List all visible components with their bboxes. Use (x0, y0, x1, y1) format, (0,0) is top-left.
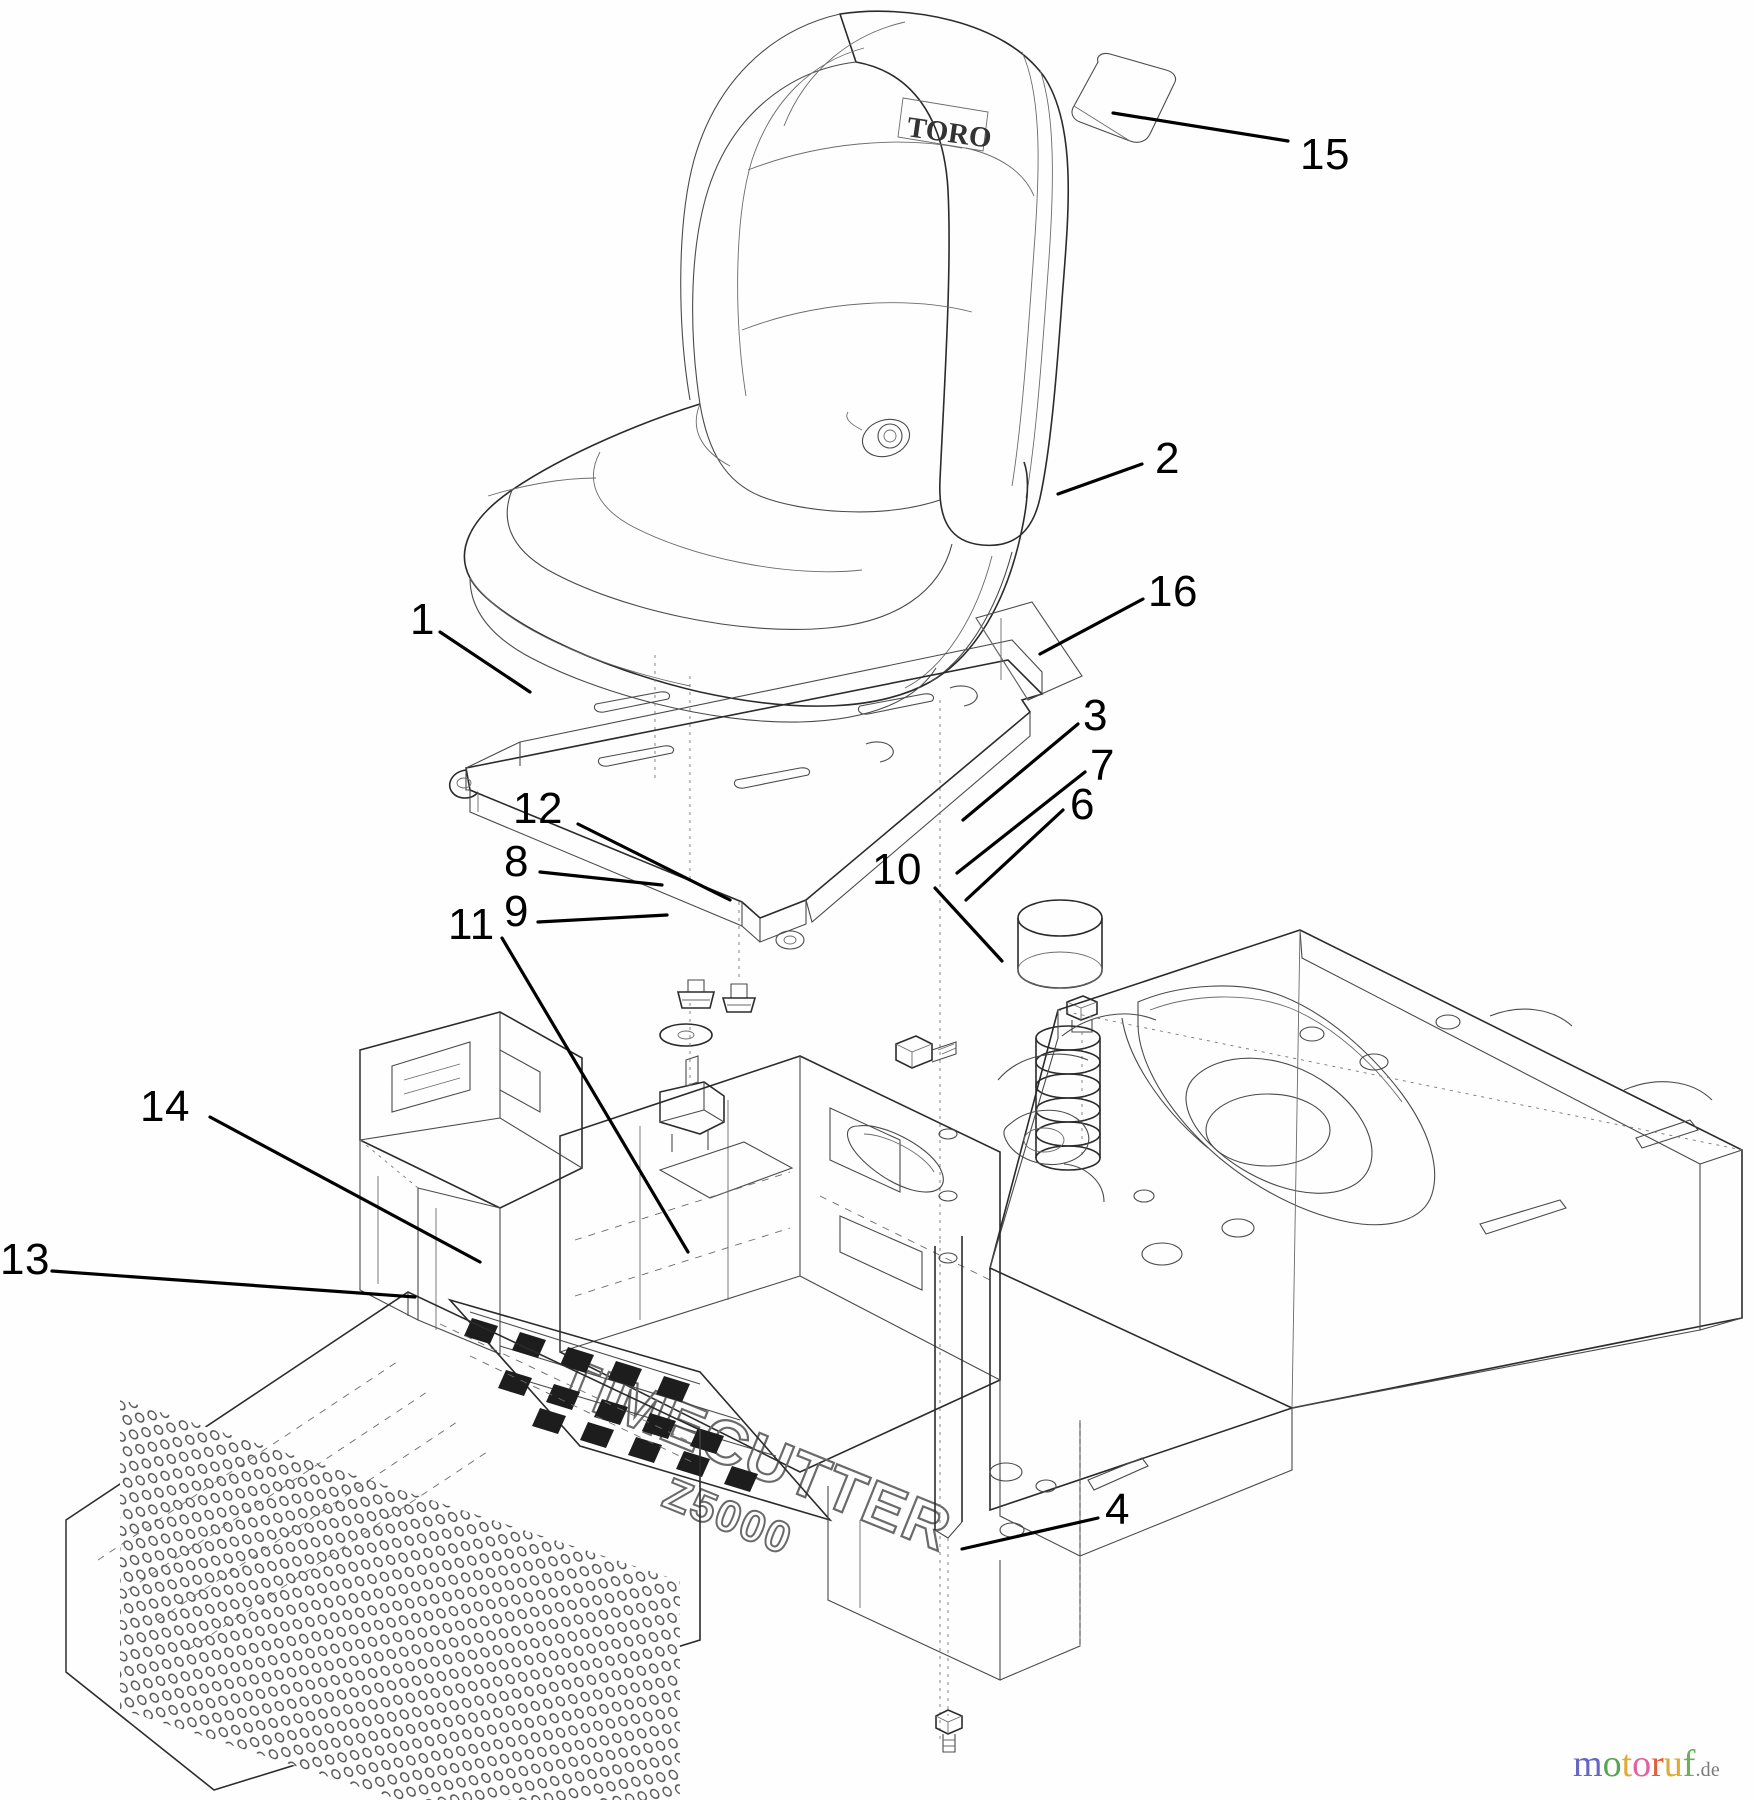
svg-text:TORO: TORO (905, 111, 994, 155)
callout-12-carriage-bolt: 12 (513, 784, 563, 833)
watermark-letter-3: o (1632, 1743, 1652, 1785)
leader-line-8 (538, 870, 664, 887)
leader-line-12 (576, 822, 732, 902)
flat-washer-part-9 (659, 1023, 713, 1047)
compression-spring-part-6 (1035, 1025, 1101, 1171)
callout-8-flange-nut: 8 (504, 837, 529, 886)
leader-line-11 (500, 936, 690, 1254)
bushing-part-3 (1017, 899, 1103, 989)
chassis-frame-drawing: TIMECUTTER Z5000 (65, 929, 1743, 1800)
callout-9-flat-washer: 9 (504, 887, 529, 936)
leader-line-7 (955, 770, 1087, 875)
motoruf-watermark: motoruf.de (1573, 1745, 1720, 1783)
leader-line-14 (208, 1115, 482, 1264)
callout-1-seat-plate: 1 (410, 595, 435, 644)
watermark-letter-6: f (1682, 1743, 1696, 1785)
callout-10-hex-bolt: 10 (872, 845, 922, 894)
leader-line-2 (1056, 462, 1144, 496)
callout-13-control-panel-decal: 13 (0, 1235, 50, 1284)
callout-leader-lines (50, 111, 1290, 1551)
watermark-letter-2: t (1621, 1743, 1633, 1785)
leader-line-1 (438, 630, 532, 694)
spring-coils (1035, 1025, 1101, 1171)
callout-16-seat-switch-decal: 16 (1148, 567, 1198, 616)
seat-recline-handle (846, 411, 911, 458)
leader-line-13 (50, 1269, 417, 1299)
leader-line-4 (960, 1516, 1100, 1551)
leader-line-16 (1038, 597, 1145, 656)
callout-15-seat-decal: 15 (1300, 130, 1350, 179)
seat-switch-part-11 (659, 1000, 725, 1152)
leader-line-15 (1111, 111, 1290, 143)
decal-part-16 (975, 601, 1083, 701)
footrest-plate-part-14 (65, 1291, 701, 1800)
control-panel-decal-part-13 (447, 1298, 833, 1522)
callout-4-hex-bolt-lower: 4 (1105, 1485, 1130, 1534)
hex-bolt-part-10 (895, 1035, 957, 1069)
watermark-letter-4: r (1651, 1743, 1664, 1785)
callout-11-seat-switch: 11 (448, 900, 495, 949)
flange-nut-part-8 (676, 979, 716, 1009)
watermark-letter-0: m (1573, 1743, 1603, 1785)
seat-assembly-drawing: TORO (463, 10, 1070, 1240)
seat-decal-part-15 (1071, 52, 1177, 143)
leader-line-6 (964, 808, 1065, 902)
carriage-bolt-part-12 (721, 902, 757, 1013)
watermark-tld: .de (1695, 1759, 1720, 1781)
callout-6-compression-spring: 6 (1070, 780, 1095, 829)
hex-bolt-part-4 (935, 1538, 963, 1753)
toro-logo-badge: TORO (897, 97, 994, 155)
leader-line-10 (933, 886, 1004, 963)
callout-7-locknut: 7 (1090, 741, 1115, 790)
callout-3-bushing: 3 (1083, 691, 1108, 740)
leader-line-9 (536, 913, 669, 924)
seat-plate-part-1 (448, 639, 1044, 950)
callout-2-seat-assembly: 2 (1155, 434, 1180, 483)
callout-14-footrest-pad: 14 (140, 1082, 190, 1131)
leader-line-3 (961, 722, 1080, 822)
watermark-letter-1: o (1602, 1743, 1622, 1785)
watermark-letter-5: u (1663, 1743, 1683, 1785)
